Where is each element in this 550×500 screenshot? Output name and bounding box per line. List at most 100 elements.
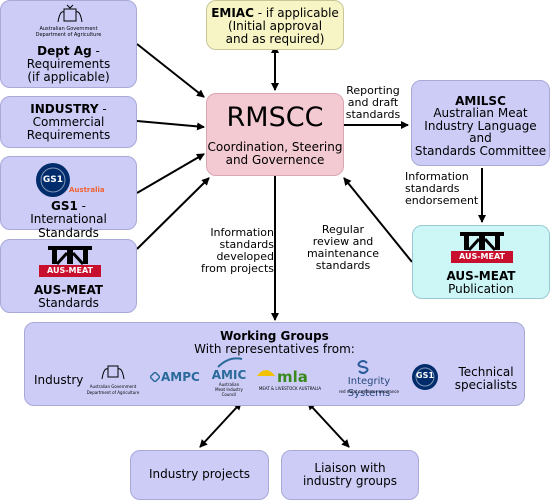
gs1-logo-text: GS1 [42, 175, 64, 185]
emiac-box: EMIAC - if applicable (Initial approval … [206, 0, 344, 50]
label-info-endorse-line3: endorsement [405, 194, 479, 207]
wg-amic: AMIC [211, 368, 247, 382]
label-regular-line3: maintenance [306, 247, 380, 260]
gs1-title-suffix: - [77, 199, 86, 213]
label-info-endorse-line1: Information [405, 170, 469, 183]
amilsc-line4: Standards Committee [414, 144, 547, 158]
label-info-endorse-line2: standards [405, 182, 460, 195]
label-reporting-line3: standards [345, 108, 401, 121]
gs1-title-line: GS1 - [1, 199, 136, 213]
dept-ag-title-line: Dept Ag - [1, 44, 136, 58]
wg-integrity-sub: red meat customer assurance [338, 389, 400, 394]
amilsc-line3: and [469, 131, 492, 145]
rmscc-line2: and Governence [225, 153, 325, 167]
industry-title-suffix: - [98, 102, 107, 116]
label-info-projects-line4: from projects [200, 262, 274, 275]
wg-gov-line1: Australian Government [89, 384, 137, 389]
dept-ag-logo-line1: Australian Government [39, 26, 98, 32]
arrow-deptag-to-rmscc [136, 43, 205, 98]
gov-coat-of-arms-icon [101, 365, 125, 380]
dept-ag-logo-line2: Department of Agriculture [35, 32, 102, 38]
wg-subtitle: With representatives from: [194, 342, 355, 356]
wg-amic-sub3: Council [221, 392, 237, 397]
publication-title: AUS-MEAT [446, 269, 516, 283]
rmscc-box: RMSCC Coordination, Steering and Governe… [206, 93, 344, 176]
emiac-title-line: EMIAC - if applicable [207, 6, 343, 20]
label-reporting-line2: and draft [347, 96, 399, 109]
emiac-title-suffix: - if applicable [253, 6, 339, 20]
rmscc-line1: Coordination, Steering [207, 140, 343, 154]
label-info-projects-line2: standards [219, 238, 274, 251]
coat-of-arms-icon [57, 4, 83, 23]
liaison-box: Liaison with industry groups [281, 450, 419, 500]
wg-technical-line1: Technical [458, 365, 514, 379]
wg-gs1: GS1 [416, 371, 434, 380]
amilsc-line1: Australian Meat [433, 106, 528, 120]
label-regular-line4: standards [315, 259, 371, 272]
ausmeat-publication-logo-icon [460, 232, 504, 251]
ausmeat-title: AUS-MEAT [34, 283, 103, 297]
wg-integrity: Integrity Systems [347, 376, 391, 399]
emiac-line2: and as required) [225, 32, 325, 46]
mla-sun-icon [257, 370, 275, 376]
label-reporting: Reporting and draft standards [344, 85, 402, 121]
amic-swoosh-icon [217, 357, 243, 368]
label-regular-review: Regular review and maintenance standards [304, 224, 382, 272]
industry-projects-label: Industry projects [148, 467, 251, 481]
publication-logo-text: AUS-MEAT [451, 251, 513, 263]
wg-amic-sub1: Australian [218, 382, 240, 387]
working-groups-box: Working Groups With representatives from… [24, 322, 525, 406]
integrity-systems-icon [357, 360, 369, 374]
wg-mla: mla [277, 368, 308, 386]
arrow-publication-to-rmscc [343, 177, 413, 263]
gs1-title: GS1 [51, 199, 78, 213]
emiac-line1: (Initial approval [227, 19, 323, 33]
dept-ag-line1: Requirements [26, 57, 111, 71]
wg-gov-line2: Department of Agriculture [86, 390, 140, 395]
industry-box: INDUSTRY - Commercial Requirements [0, 96, 137, 148]
industry-line1: Commercial [32, 115, 105, 129]
ampc-diamond-icon [150, 372, 160, 382]
wg-amic-sub2: Meat Industry [215, 387, 243, 392]
wg-technical-line2: specialists [454, 378, 518, 392]
gs1-logo-sub: Australia [69, 186, 105, 194]
industry-projects-box: Industry projects [130, 450, 269, 500]
dept-ag-box: Australian Government Department of Agri… [0, 0, 137, 88]
wg-title: Working Groups [220, 329, 329, 343]
amilsc-box: AMILSC Australian Meat Industry Language… [411, 80, 550, 166]
label-info-projects-line1: Information [210, 226, 274, 239]
ausmeat-logo-text: AUS-MEAT [39, 265, 101, 277]
label-regular-line2: review and [312, 235, 374, 248]
arrow-wg-liaison [307, 401, 350, 448]
wg-ampc: AMPC [161, 370, 200, 384]
dept-ag-title: Dept Ag [37, 44, 92, 58]
label-info-endorsement: Information standards endorsement [405, 170, 479, 207]
amilsc-title: AMILSC [455, 94, 506, 108]
liaison-line1: Liaison with [314, 461, 386, 475]
gs1-line1: International Standards [30, 212, 107, 240]
industry-title: INDUSTRY [30, 102, 99, 116]
dept-ag-title-suffix: - [91, 44, 100, 58]
label-info-projects: Information standards developed from pro… [196, 227, 274, 275]
gs1-logo-icon [36, 163, 70, 197]
wg-industry-label: Industry [34, 373, 84, 387]
arrow-gs1-to-rmscc [136, 153, 205, 194]
label-info-projects-line3: developed [216, 250, 274, 263]
publication-line1: Publication [448, 282, 514, 296]
ausmeat-publication-box: AUS-MEAT AUS-MEAT Publication [412, 225, 550, 299]
arrow-wg-industryprojects [199, 401, 242, 448]
arrow-industry-to-rmscc [136, 120, 205, 131]
label-regular-line1: Regular [321, 223, 365, 236]
label-reporting-line1: Reporting [346, 84, 400, 97]
ausmeat-logo-icon [48, 246, 92, 265]
arrow-ausmeat-to-rmscc [136, 177, 210, 250]
wg-gs1-logo-icon [412, 364, 438, 390]
emiac-title: EMIAC [211, 6, 254, 20]
rmscc-title: RMSCC [226, 102, 324, 133]
amilsc-line2: Industry Language [424, 119, 537, 133]
liaison-line2: industry groups [302, 474, 398, 488]
industry-line2: Requirements [26, 128, 111, 142]
dept-ag-line2: (if applicable) [27, 70, 110, 84]
industry-title-line: INDUSTRY - [1, 102, 136, 116]
